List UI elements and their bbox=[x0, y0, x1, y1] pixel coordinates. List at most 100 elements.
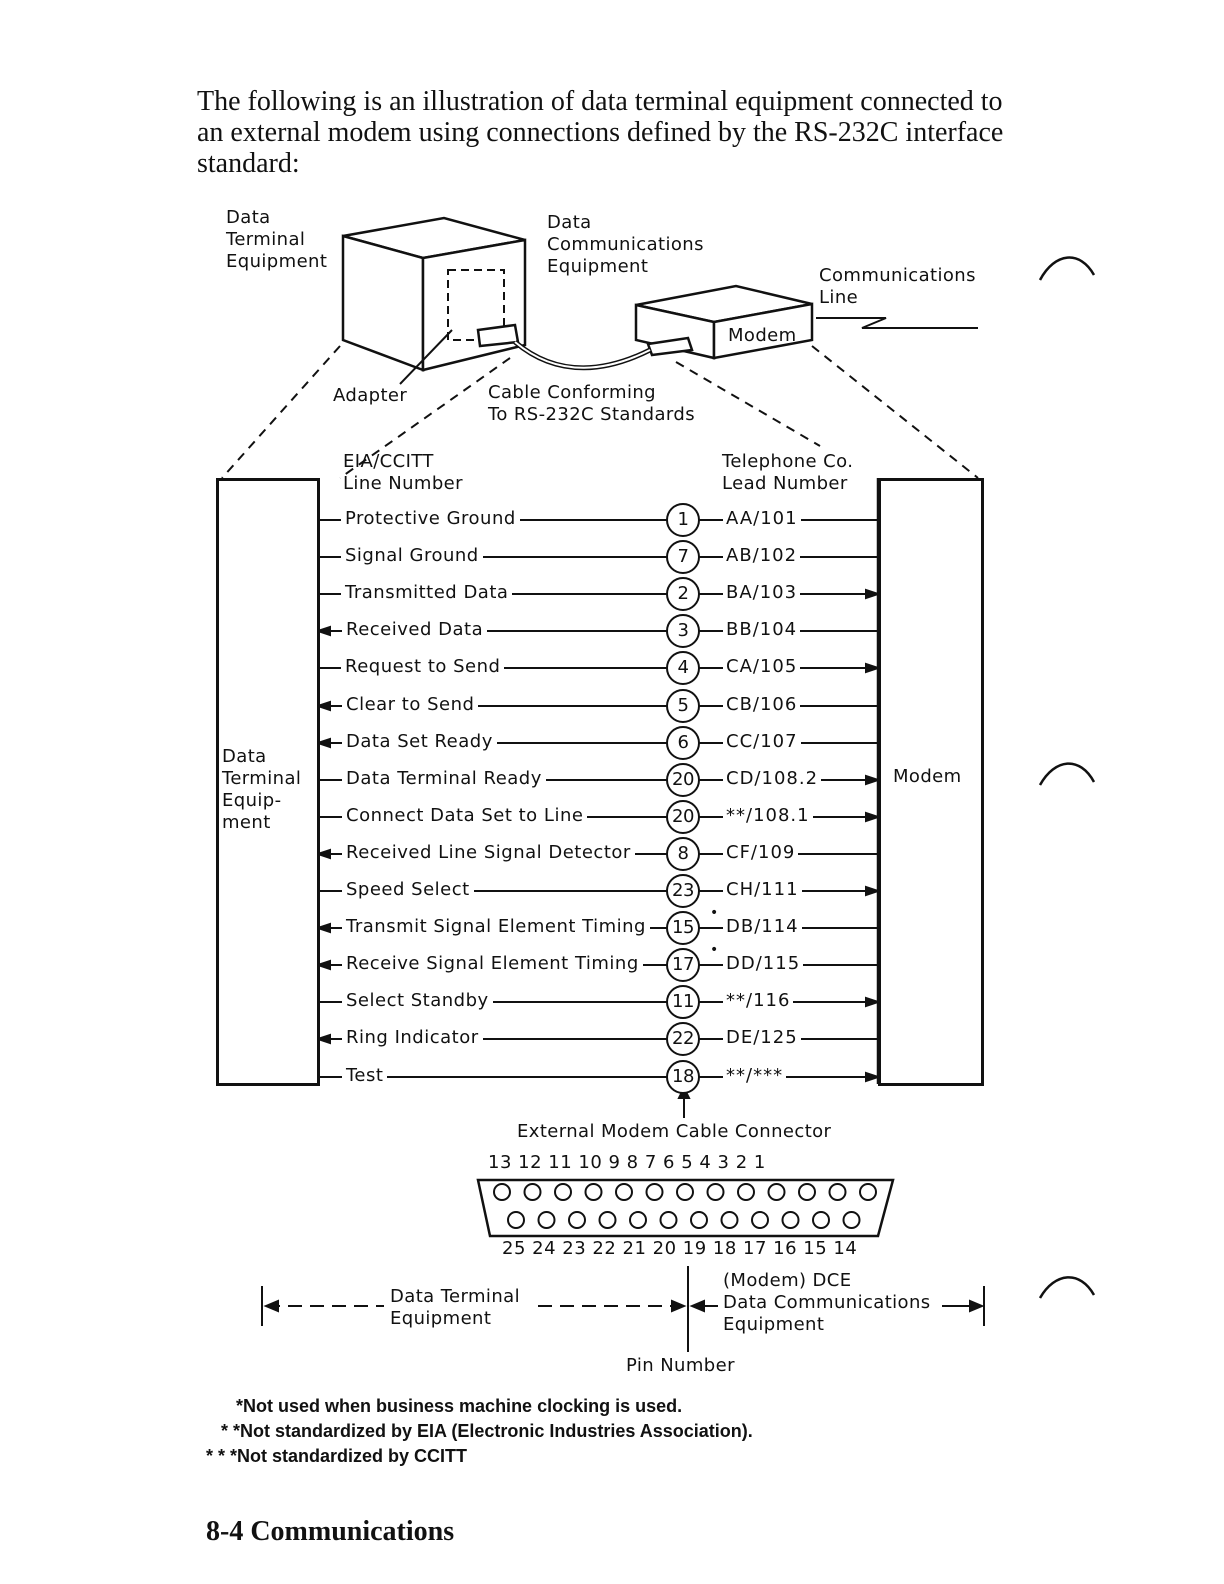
pin-circle: 4 bbox=[666, 651, 700, 685]
lead-number: AB/102 bbox=[723, 545, 801, 566]
arrow-to-dte bbox=[314, 1033, 331, 1045]
signal-name: Request to Send bbox=[341, 656, 505, 677]
pin-circle: 20 bbox=[666, 800, 700, 834]
pin-circle: 23 bbox=[666, 874, 700, 908]
connector-hole bbox=[751, 1211, 769, 1229]
arrow-to-dte bbox=[314, 848, 331, 860]
dte-box bbox=[216, 478, 320, 1086]
intro-paragraph: The following is an illustration of data… bbox=[197, 86, 1004, 179]
connector-hole bbox=[645, 1183, 664, 1201]
connector-hole bbox=[676, 1183, 694, 1201]
signal-name: Receive Signal Element Timing bbox=[342, 953, 643, 974]
connector-hole bbox=[598, 1211, 617, 1229]
connector-hole bbox=[812, 1211, 830, 1229]
connector-hole bbox=[629, 1211, 647, 1229]
arrow-to-dte bbox=[314, 700, 331, 712]
lead-number: AA/101 bbox=[723, 508, 801, 529]
connector-hole bbox=[493, 1183, 511, 1201]
lead-number: DD/115 bbox=[723, 953, 804, 974]
connector-hole bbox=[828, 1183, 847, 1201]
lead-number: CD/108.2 bbox=[723, 768, 822, 789]
pin-circle: 20 bbox=[666, 763, 700, 797]
signal-name: Clear to Send bbox=[342, 694, 479, 715]
connector-hole bbox=[767, 1183, 786, 1201]
connector-hole bbox=[659, 1211, 678, 1229]
modem-device-label: Modem bbox=[728, 325, 797, 346]
signal-name: Speed Select bbox=[342, 879, 474, 900]
pin-circle: 2 bbox=[666, 577, 700, 611]
signal-name: Transmitted Data bbox=[341, 582, 513, 603]
connector-hole bbox=[690, 1211, 708, 1229]
signal-name: Received Line Signal Detector bbox=[342, 842, 635, 863]
lead-number: DE/125 bbox=[723, 1027, 801, 1048]
connector-hole bbox=[842, 1211, 861, 1229]
lead-number: CA/105 bbox=[723, 656, 801, 677]
connector-hole bbox=[737, 1183, 755, 1201]
footnote-3: * * *Not standardized by CCITT bbox=[206, 1446, 468, 1466]
signal-name: Ring Indicator bbox=[342, 1027, 483, 1048]
pin-circle: 1 bbox=[666, 503, 700, 537]
connector-hole bbox=[706, 1183, 725, 1201]
connector-hole bbox=[523, 1183, 542, 1201]
pin-circle: 22 bbox=[666, 1022, 700, 1056]
modem-box-label: Modem bbox=[893, 766, 962, 787]
dte-cube-front bbox=[341, 234, 425, 372]
pin-circle: 15 bbox=[666, 911, 700, 945]
connector-hole bbox=[554, 1183, 572, 1201]
lead-number: CF/109 bbox=[723, 842, 799, 863]
signal-name: Connect Data Set to Line bbox=[342, 805, 588, 826]
pin-circle: 18 bbox=[666, 1060, 700, 1094]
lead-number: CB/106 bbox=[723, 694, 801, 715]
connector-hole bbox=[568, 1211, 586, 1229]
arrow-to-modem bbox=[865, 811, 882, 823]
arrow-to-dte bbox=[314, 922, 331, 934]
connector-bottom-pins: 25 24 23 22 21 20 19 18 17 16 15 14 bbox=[502, 1238, 858, 1259]
lead-number: CH/111 bbox=[723, 879, 802, 900]
lead-number: DB/114 bbox=[723, 916, 802, 937]
footnote-1: *Not used when business machine clocking… bbox=[236, 1396, 683, 1416]
signal-name: Signal Ground bbox=[341, 545, 483, 566]
lead-number: **/108.1 bbox=[723, 805, 813, 826]
connector-hole bbox=[615, 1183, 633, 1201]
connector-hole bbox=[720, 1211, 739, 1229]
page-footer: 8-4 Communications bbox=[206, 1516, 455, 1547]
signal-name: Select Standby bbox=[342, 990, 493, 1011]
lead-number: BB/104 bbox=[723, 619, 801, 640]
connector-hole bbox=[781, 1211, 800, 1229]
connector-top-pins: 13 12 11 10 9 8 7 6 5 4 3 2 1 bbox=[488, 1152, 766, 1173]
arrow-to-modem bbox=[865, 662, 882, 674]
lead-number: **/*** bbox=[723, 1065, 787, 1086]
signal-name: Test bbox=[342, 1065, 388, 1086]
pin-number-label: Pin Number bbox=[626, 1355, 735, 1376]
tel-header: Telephone Co.Lead Number bbox=[722, 451, 854, 494]
arrow-to-dte bbox=[314, 737, 331, 749]
pin-circle: 8 bbox=[666, 837, 700, 871]
connector-hole bbox=[537, 1211, 556, 1229]
arrow-to-modem bbox=[865, 588, 882, 600]
connector-hole bbox=[507, 1211, 525, 1229]
lead-number: CC/107 bbox=[723, 731, 801, 752]
arrow-to-modem bbox=[865, 774, 882, 786]
lead-number: **/116 bbox=[723, 990, 794, 1011]
adapter-label: Adapter bbox=[333, 385, 408, 406]
connector-hole bbox=[584, 1183, 603, 1201]
arrow-to-modem bbox=[865, 996, 882, 1008]
pin-circle: 5 bbox=[666, 689, 700, 723]
signal-name: Received Data bbox=[342, 619, 488, 640]
signal-name: Data Terminal Ready bbox=[342, 768, 546, 789]
connector-title: External Modem Cable Connector bbox=[517, 1121, 832, 1142]
arrow-to-modem bbox=[865, 885, 882, 897]
pin-circle: 3 bbox=[666, 614, 700, 648]
pin-circle: 11 bbox=[666, 985, 700, 1019]
connector-hole bbox=[798, 1183, 816, 1201]
footnote-star-marker: • bbox=[710, 942, 719, 958]
footnote-2: * *Not standardized by EIA (Electronic I… bbox=[221, 1421, 753, 1441]
pin-circle: 6 bbox=[666, 726, 700, 760]
